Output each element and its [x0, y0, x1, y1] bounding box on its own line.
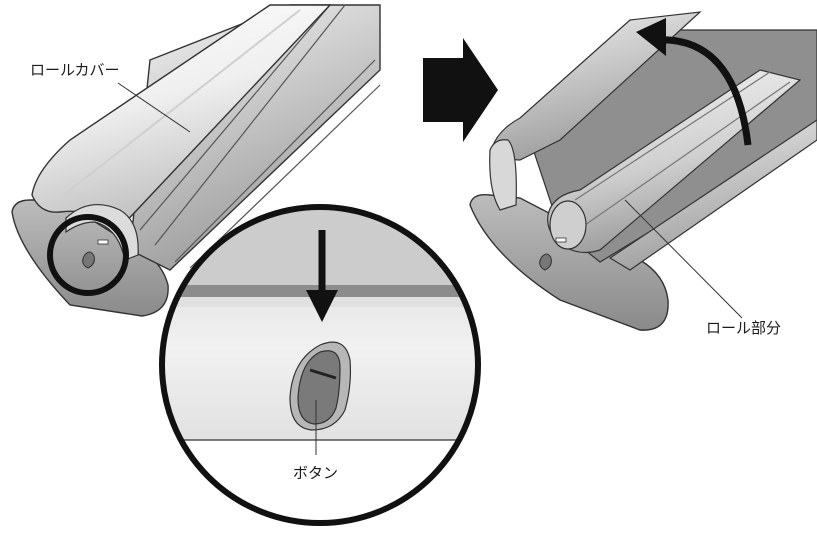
closed-stand-illustration: [11, 4, 381, 317]
button-small-right: [539, 253, 552, 271]
zoom-detail: [159, 204, 481, 526]
label-roll-part: ロール部分: [706, 319, 781, 337]
roll-end: [549, 200, 587, 250]
rotation-arrow: [636, 18, 752, 146]
button-small: [82, 251, 95, 269]
base-plate-right: [469, 194, 669, 331]
press-down-arrow: [306, 230, 338, 322]
leader-roll-cover: [117, 82, 191, 133]
highlight-circle: [47, 214, 129, 296]
zoom-circle: [159, 204, 481, 526]
open-stand-illustration: [469, 11, 817, 331]
button-large: [297, 350, 341, 425]
next-step-arrow: [423, 38, 498, 142]
label-roll-cover: ロールカバー: [30, 61, 120, 79]
cover-end: [489, 139, 517, 211]
label-button: ボタン: [293, 464, 338, 482]
leader-roll-part: [624, 199, 743, 319]
